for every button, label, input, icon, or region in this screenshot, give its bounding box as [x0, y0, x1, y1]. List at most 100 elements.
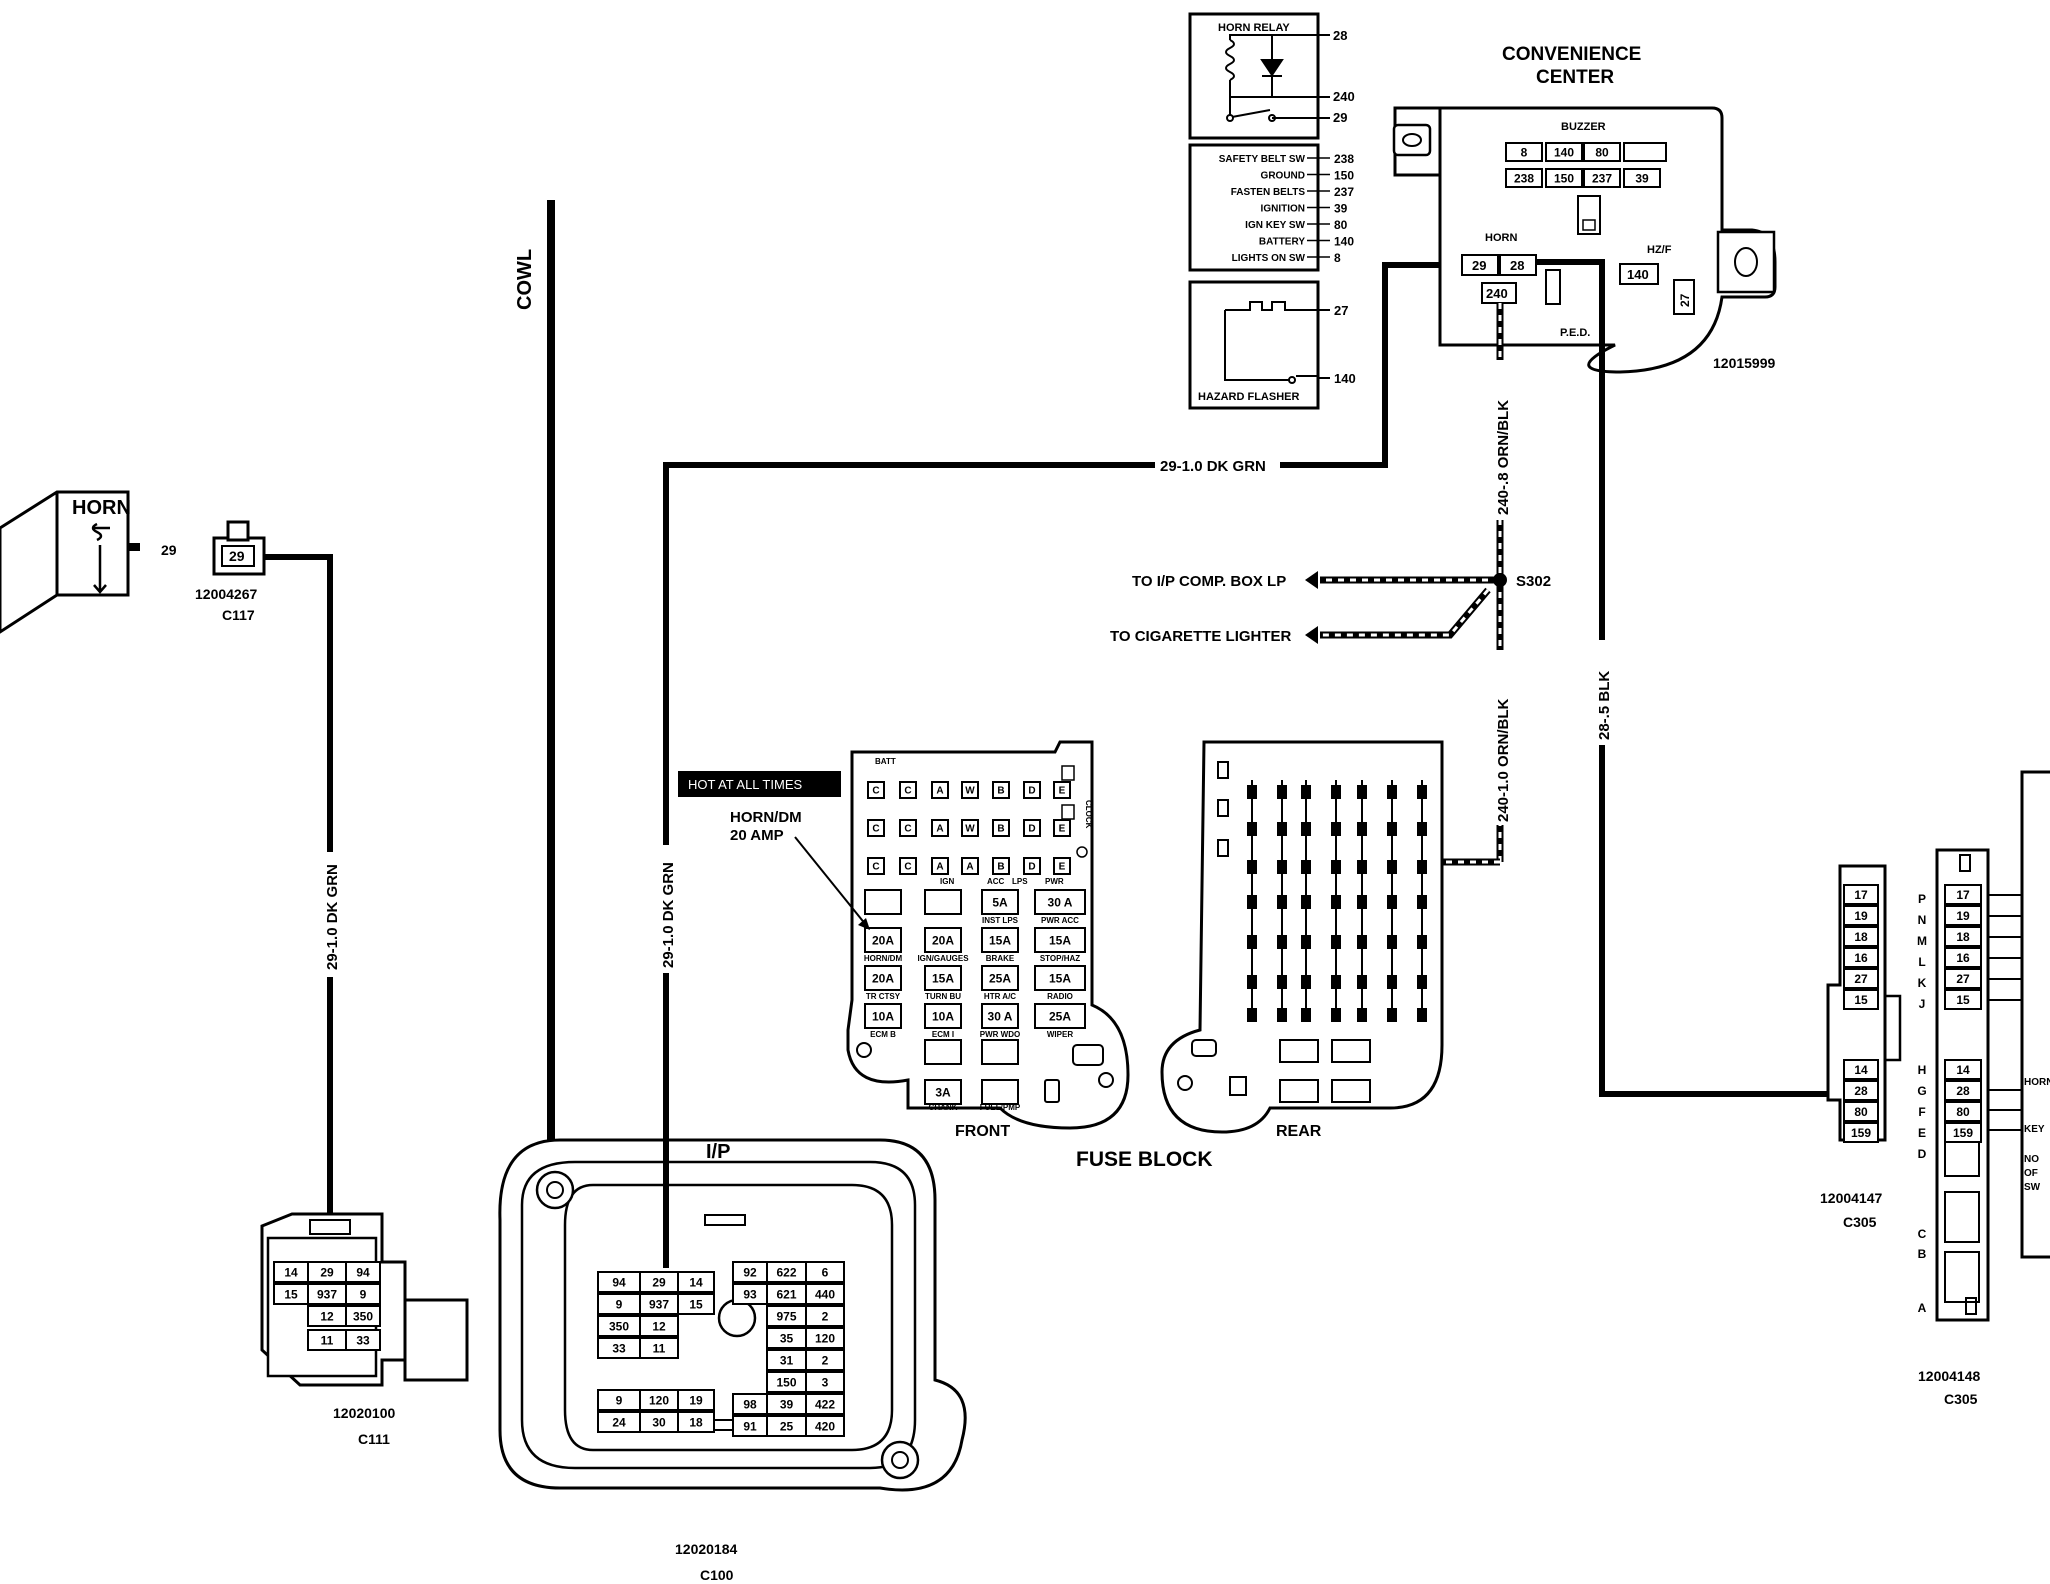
- fuse-front-terminal-E-label: E: [1059, 824, 1066, 835]
- c100-c-pin-120-label: 120: [649, 1393, 669, 1407]
- fuse-col-top-label: PWR: [1045, 877, 1064, 886]
- c100-b-pin-2-box: [805, 1349, 845, 1371]
- c305-b-pin-19-label: 19: [1956, 909, 1970, 923]
- c100-b-pin-98-label: 98: [743, 1397, 757, 1411]
- fuse-rear-terminal: [1277, 935, 1287, 949]
- fuse-block-rear-label: REAR: [1276, 1123, 1322, 1140]
- fuse-front-terminal-C-label: C: [872, 786, 879, 797]
- fuse-front-slot-label: BRAKE: [986, 954, 1015, 963]
- horn-relay: HORN RELAY 28 240 29: [1188, 12, 1355, 140]
- c100-b-pin-422-box: [805, 1393, 845, 1415]
- c100-b-pin-422-label: 422: [815, 1397, 835, 1411]
- cc-horn-pin-29: 29: [1472, 258, 1486, 273]
- fuse-front-spare-a-box: [924, 1039, 962, 1065]
- c100-b-pin-420-box: [805, 1415, 845, 1437]
- horn-winding-icon: [91, 522, 140, 594]
- cc-buzzer-pin-150-label: 150: [1554, 171, 1574, 185]
- fuse-front-terminal-E-box: [1053, 781, 1071, 799]
- fuse-rear-relay-slot-1-box: [1331, 1039, 1371, 1063]
- c305-letter-L: L: [1918, 955, 1925, 969]
- fuse-rear-terminal: [1357, 822, 1367, 836]
- c305-letter-J: J: [1919, 997, 1926, 1011]
- c305-letter-M: M: [1917, 934, 1927, 948]
- fuse-rear-terminal: [1301, 975, 1311, 989]
- buzzer-row-pin: 150: [1334, 169, 1354, 183]
- fuse-front-slot-label: ECM B: [870, 1030, 896, 1039]
- c100-a-pin-937-label: 937: [649, 1297, 669, 1311]
- wire-label-relay-feed: 29-1.0 DK GRN: [1160, 458, 1266, 475]
- fuse-front-fuel-box: [981, 1079, 1019, 1105]
- fuse-front-terminal-A-box: [961, 857, 979, 875]
- fuse-front-slot-13-box: [924, 1003, 962, 1029]
- c305-a-pin-16-label: 16: [1854, 951, 1868, 965]
- c305-edge-label: KEY: [2024, 1124, 2045, 1135]
- fuse-rear-terminal: [1387, 822, 1397, 836]
- buzzer-row-name: GROUND: [1261, 171, 1305, 182]
- fuse-rear-terminal: [1331, 895, 1341, 909]
- fuse-rear-terminal: [1331, 822, 1341, 836]
- c111-pin-350-box: [345, 1305, 381, 1327]
- cowl-label: COWL: [514, 249, 536, 310]
- to-lighter-label: TO CIGARETTE LIGHTER: [1110, 628, 1292, 645]
- fuse-front-terminal-C-label: C: [872, 824, 879, 835]
- c100-a-pin-11-box: [639, 1337, 679, 1359]
- c305-a-pin-17-box: [1843, 884, 1879, 905]
- fuse-front-terminal-D-box: [1023, 781, 1041, 799]
- fuse-rear-terminal: [1247, 895, 1257, 909]
- fuse-front-slot-11-box: [1034, 965, 1086, 991]
- c111-pin-94-box: [345, 1261, 381, 1283]
- buzzer-label: BUZZER: [1561, 121, 1606, 133]
- c111-pin-29-label: 29: [320, 1265, 334, 1279]
- fuse-front-slot-12-box: [864, 1003, 902, 1029]
- fuse-front-terminal-A-label: A: [936, 862, 943, 873]
- fuse-rear-terminal: [1301, 785, 1311, 799]
- wire-label-ip-feed: 29-1.0 DK GRN: [660, 862, 677, 968]
- fuse-front-terminal-B-label: B: [997, 786, 1004, 797]
- c305-letter-B: B: [1918, 1247, 1927, 1261]
- c305-letter-H: H: [1918, 1063, 1927, 1077]
- c111-id: C111: [358, 1431, 390, 1447]
- c100-b-pin-35-label: 35: [780, 1331, 794, 1345]
- c111-pin-33-box: [345, 1329, 381, 1351]
- c305-b-part-number: 12004148: [1918, 1368, 1981, 1384]
- fuse-front-slot-label: HORN/DM: [864, 954, 903, 963]
- c305-letter-G: G: [1917, 1084, 1926, 1098]
- buzzer-row-pin: 238: [1334, 152, 1354, 166]
- fuse-rear-terminal: [1331, 860, 1341, 874]
- horn-relay-pin-240: 240: [1333, 89, 1355, 104]
- fuse-rear-terminal: [1357, 860, 1367, 874]
- hzf-label: HZ/F: [1647, 244, 1672, 256]
- fuse-front-slot-label: PWR WDO: [980, 1030, 1020, 1039]
- c100-part-number: 12020184: [675, 1541, 738, 1557]
- c100-b-pin-2-label: 2: [822, 1353, 829, 1367]
- c305-letter-D: D: [1918, 1147, 1927, 1161]
- fuse-front-slot-3-label: 30 A: [1048, 895, 1073, 909]
- hazard-flasher-title: HAZARD FLASHER: [1198, 391, 1299, 403]
- c100-a-pin-12-label: 12: [652, 1319, 666, 1333]
- c305-a-pin-159-label: 159: [1851, 1126, 1871, 1140]
- c305-a-pin-27-label: 27: [1854, 972, 1868, 986]
- c305-cavity-grid: 1719181627151428801591719181627151428801…: [1843, 884, 2050, 1315]
- c305-b-pin-28-label: 28: [1956, 1084, 1970, 1098]
- c305-a-pin-14-label: 14: [1854, 1063, 1868, 1077]
- fuse-front-terminal-D-label: D: [1028, 824, 1035, 835]
- c305-a-pin-18-box: [1843, 926, 1879, 947]
- fuse-front-crank-label: 3A: [935, 1085, 951, 1099]
- fuse-rear-terminal: [1301, 895, 1311, 909]
- horn-component: HORN 29: [0, 490, 177, 634]
- fuse-rear-terminal: [1247, 935, 1257, 949]
- fuse-rear-terminal: [1331, 935, 1341, 949]
- c305-a-pin-159-box: [1843, 1122, 1879, 1143]
- fuse-front-slot-1-box: [924, 889, 962, 915]
- c305-letter-F: F: [1918, 1105, 1925, 1119]
- fuse-rear-terminal: [1247, 785, 1257, 799]
- fuse-front-crank-label: CRANK: [929, 1103, 958, 1112]
- wire-label-blk: 28-.5 BLK: [1596, 671, 1613, 740]
- fuse-block-front-label: FRONT: [955, 1123, 1010, 1140]
- c100-id: C100: [700, 1567, 734, 1583]
- callout-arrow: [794, 836, 867, 926]
- callout-line1: HORN/DM: [730, 809, 802, 826]
- fuse-front-terminal-B-label: B: [997, 862, 1004, 873]
